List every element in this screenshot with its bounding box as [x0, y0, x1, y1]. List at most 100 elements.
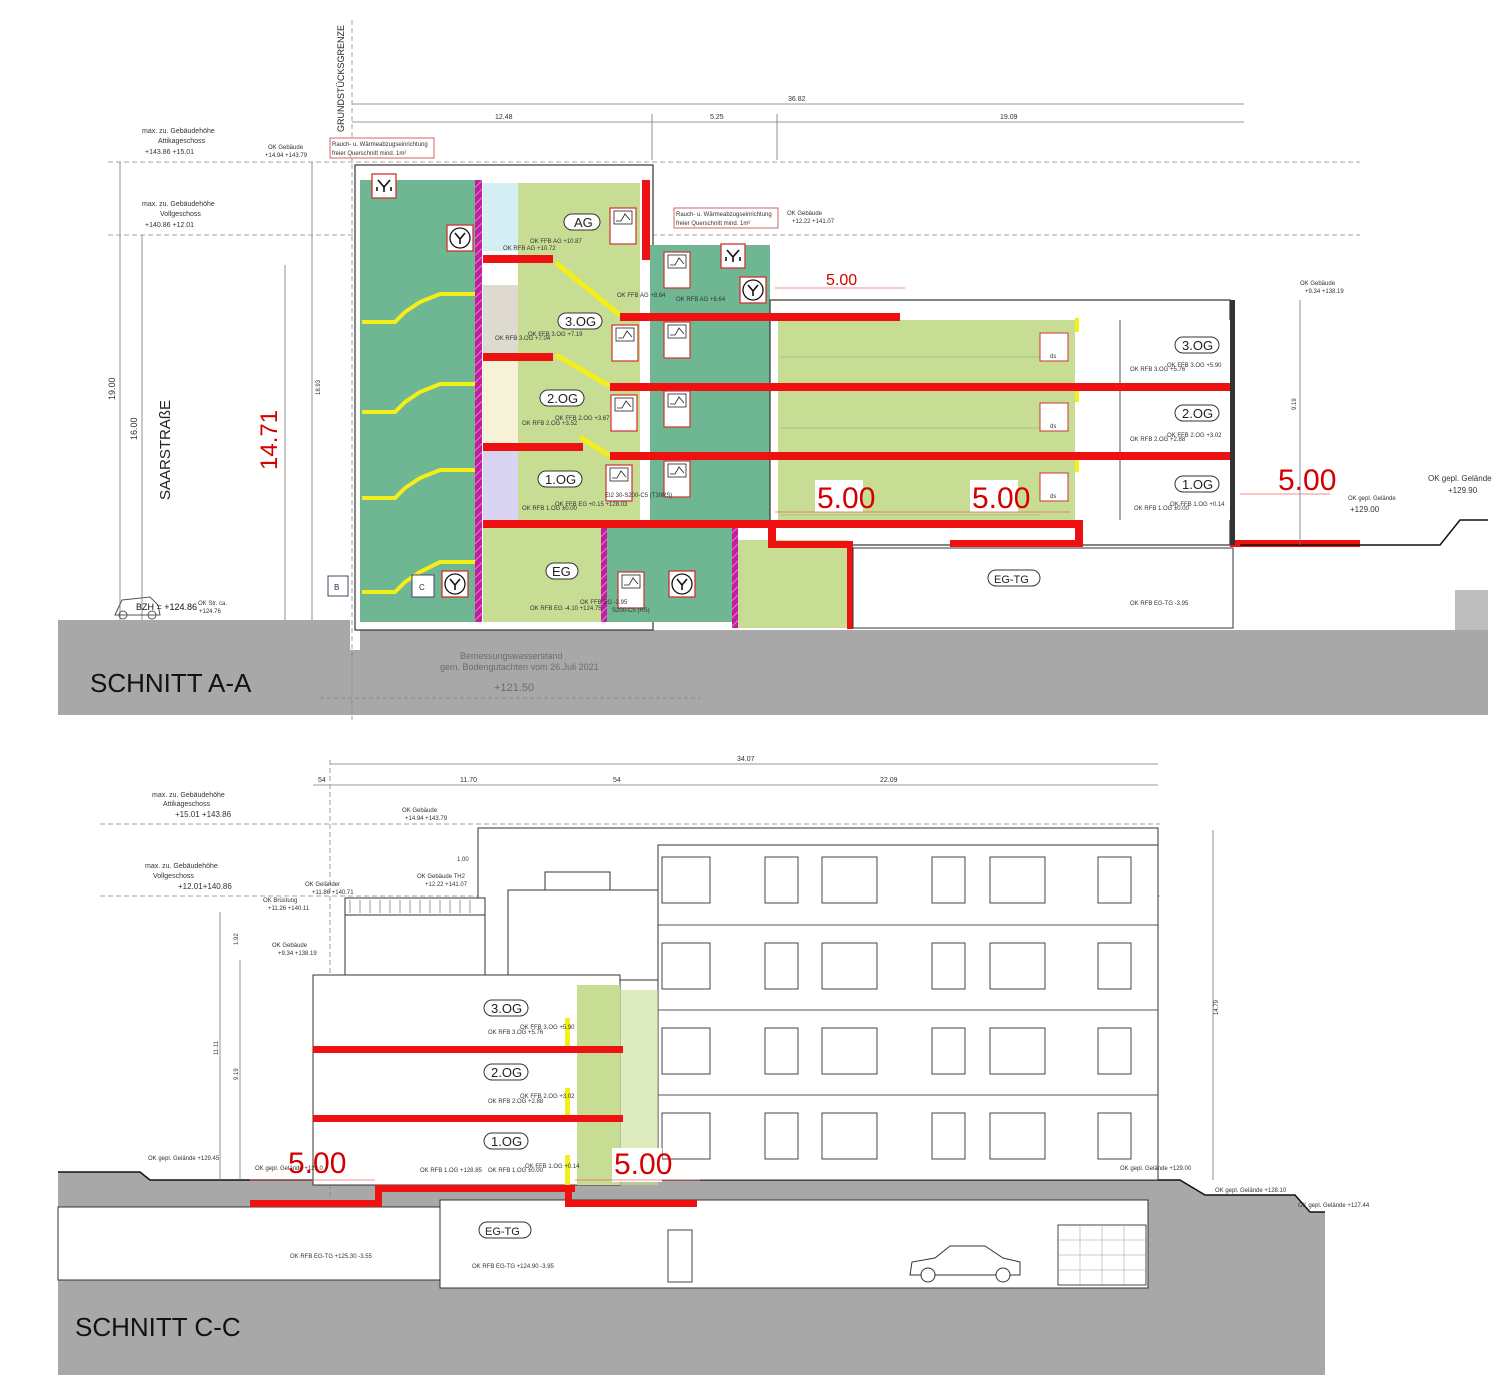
level: OK gepl. Gelände +129.45 — [148, 1156, 220, 1162]
level: OK FFB EG -3.95 — [580, 600, 628, 606]
label: Attikageschoss — [163, 801, 211, 808]
level: OK gepl. Gelände +127.44 — [1298, 1203, 1370, 1209]
fire-door-icon — [663, 390, 691, 428]
level: OK FFB AG +8.64 — [617, 293, 666, 299]
window — [764, 942, 799, 990]
dim: 1.00 — [457, 857, 469, 863]
level: OK FFB 1.OG +0.14 — [525, 1164, 580, 1170]
magenta-wall — [601, 528, 607, 622]
distance: 5.00 — [288, 1147, 346, 1180]
distance: 5.00 — [614, 1148, 672, 1181]
value: +12.01+140.86 — [178, 882, 232, 891]
floor-2og: 2.OG — [491, 1065, 522, 1080]
floor-1og: 1.OG — [491, 1134, 522, 1149]
height-16: 16.00 — [129, 417, 139, 440]
door-label-rs: S200-C5 (RS) — [612, 608, 650, 614]
window — [989, 942, 1046, 990]
dim-54: 54 — [613, 777, 621, 784]
label: Vollgeschoss — [160, 211, 201, 218]
window — [821, 1112, 878, 1160]
level: +129.90 — [1448, 486, 1478, 495]
window — [764, 1027, 799, 1075]
shaft-ag — [483, 183, 518, 251]
max-height-attika: max. zu. Gebäudehöhe Attikageschoss +143… — [142, 128, 215, 156]
section-c-c: 34.07 54 11.70 54 22.09 max. zu. Gebäude… — [57, 756, 1370, 1375]
level: OK RFB 1.OG ±0.00 — [522, 506, 578, 512]
floor-2og-right: 2.OG — [1182, 406, 1213, 421]
value: +143.86 +15.01 — [145, 149, 194, 156]
ok-gebaeude-3: OK Gebäude +9.34 +138.19 — [1300, 281, 1344, 295]
line: Rauch- u. Wärmeabzugseinrichtung — [676, 212, 772, 218]
fire-rated-slabs — [250, 1046, 697, 1207]
ok-gebaeude-1: OK Gebäude +14.94 +143.79 — [265, 145, 308, 159]
line: Rauch- u. Wärmeabzugseinrichtung — [332, 142, 428, 148]
shaft-3og — [483, 285, 518, 353]
level-annotations: OK RFB 3.OG +5.76 OK FFB 3.OG +5.90 OK R… — [148, 1025, 1370, 1270]
level: OK FFB AG +10.87 — [530, 239, 583, 245]
label: OK Gebäude — [1300, 281, 1336, 287]
shaft-1og — [483, 448, 518, 521]
level: OK RFB AG +10.72 — [503, 246, 556, 252]
level: OK RFB 1.OG ±0.00 — [488, 1168, 544, 1174]
value: +14.94 +143.79 — [405, 816, 448, 822]
level: OK RFB EG-TG +124.90 -3.95 — [472, 1264, 555, 1270]
label: OK Gebäude — [272, 943, 308, 949]
smoke-detector-icon: ds ds ds — [1039, 332, 1069, 502]
floor-labels: 3.OG 2.OG 1.OG EG-TG — [478, 999, 532, 1239]
max-height-attika: max. zu. Gebäudehöhe Attikageschoss +15.… — [152, 792, 232, 819]
line: freier Querschnitt mind. 1m² — [676, 221, 750, 227]
label: ds — [1050, 494, 1056, 500]
label: max. zu. Gebäudehöhe — [152, 792, 225, 799]
window — [931, 856, 966, 904]
label: B — [334, 583, 339, 592]
max-height-voll: max. zu. Gebäudehöhe Vollgeschoss +140.8… — [142, 201, 215, 229]
floor-labels: AG 3.OG 2.OG 1.OG EG EG-TG 3.OG 2.OG 1.O… — [537, 213, 1220, 587]
height-14-79: 14.79 — [1214, 999, 1220, 1015]
value: +14.94 +143.79 — [265, 153, 308, 159]
level: OK FFB 3.OG +7.19 — [528, 332, 583, 338]
garage-door — [667, 1229, 693, 1283]
distance-labels: 5.00 5.00 — [250, 1147, 700, 1182]
level: OK gepl. Gelände +128.10 — [1215, 1188, 1287, 1194]
window — [1097, 1027, 1132, 1075]
window — [989, 1027, 1046, 1075]
fire-door-icon — [611, 324, 639, 362]
level: OK RFB 2.OG +2.88 — [488, 1099, 544, 1105]
dim-3: 19.09 — [1000, 114, 1018, 121]
fire-rated-slabs — [483, 180, 1360, 629]
dim-total: 36.82 — [788, 96, 806, 103]
distance: 5.00 — [817, 482, 875, 515]
label: Vollgeschoss — [153, 873, 194, 880]
level: OK RFB 1.OG +128.85 — [420, 1168, 483, 1174]
height-9-19: 9.19 — [234, 1068, 240, 1080]
label: OK Brüstung — [263, 898, 297, 904]
label: OK Gebäude — [268, 145, 304, 151]
level: OK gepl. Gelände — [1348, 496, 1396, 502]
level: OK RFB 3.OG +5.76 — [1130, 367, 1186, 373]
height-19: 19.00 — [107, 377, 117, 400]
level: OK RFB EG-TG +125.30 -3.55 — [290, 1254, 373, 1260]
shaft-2og — [483, 358, 518, 443]
window — [764, 1112, 799, 1160]
window — [821, 1027, 878, 1075]
dim-1: 11.70 — [460, 777, 477, 784]
floor-3og: 3.OG — [565, 314, 596, 329]
level: OK RFB 3.OG +5.76 — [488, 1030, 544, 1036]
floor-1og: 1.OG — [545, 472, 576, 487]
window — [661, 942, 711, 990]
rwa-note: Rauch- u. Wärmeabzugseinrichtung freier … — [329, 137, 779, 229]
magenta-wall — [475, 180, 482, 622]
top-dimensions: 36.82 12.48 5.25 19.09 — [352, 96, 1244, 160]
smoke-vent-icon — [739, 276, 767, 304]
level: OK FFB 3.OG +5.90 — [1167, 363, 1222, 369]
underground-garage — [852, 547, 1234, 629]
value: +12.22 +141.07 — [425, 882, 468, 888]
ground-fill-right — [1455, 590, 1488, 630]
window — [931, 942, 966, 990]
level: OK gepl. Gelände — [1428, 474, 1492, 483]
window — [764, 856, 799, 904]
smoke-vent-icon — [668, 570, 696, 598]
garage-left — [57, 1206, 441, 1281]
distance: 5.00 — [826, 272, 857, 289]
